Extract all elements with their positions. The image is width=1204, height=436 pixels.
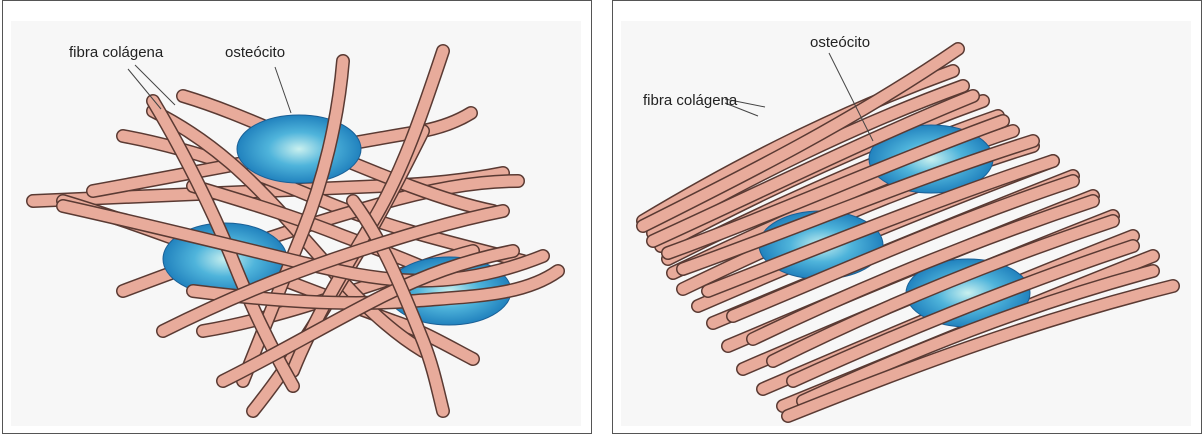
fiber-label: fibra colágena (69, 45, 163, 60)
osteocyte-label: osteócito (810, 35, 870, 50)
lamellar-bone-panel: osteócito fibra colágena (612, 0, 1202, 434)
osteocyte-label: osteócito (225, 45, 285, 60)
lamellar-bone-diagram (613, 1, 1201, 433)
osteocyte (237, 115, 361, 183)
woven-bone-panel: fibra colágena osteócito (2, 0, 592, 434)
woven-bone-diagram (3, 1, 591, 433)
fiber-label: fibra colágena (643, 93, 737, 108)
